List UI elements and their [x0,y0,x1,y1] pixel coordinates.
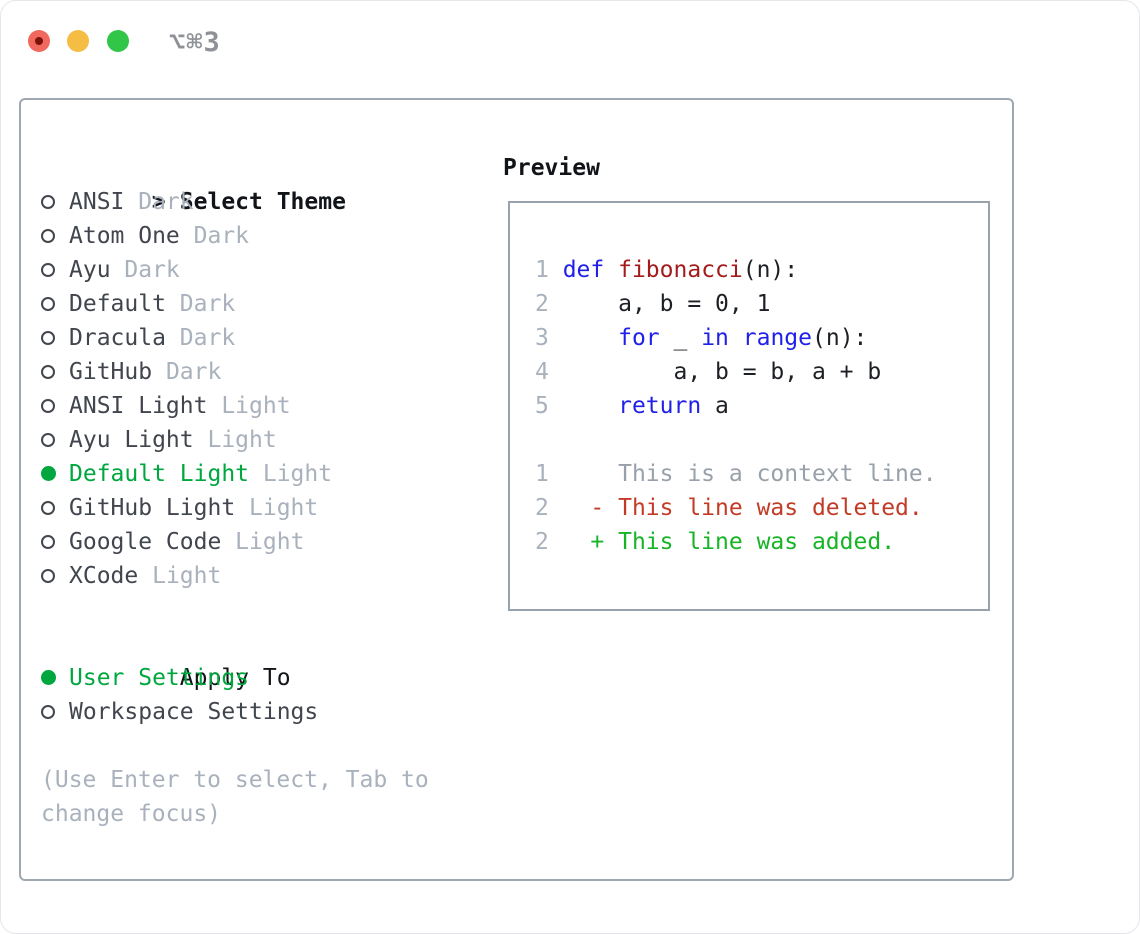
theme-variant-label: Dark [124,189,194,215]
option-label: Workspace Settings [69,699,319,725]
option-label: GitHub [69,359,153,385]
theme-variant-label: Light [138,563,222,589]
theme-option[interactable]: Default Dark [41,287,493,321]
theme-variant-label: Dark [179,223,250,249]
radio-icon [41,297,55,311]
option-label: Dracula [69,325,166,351]
theme-option[interactable]: ANSI Light Light [41,389,493,423]
option-label: Ayu Light [69,427,194,453]
option-label: Google Code [69,529,222,555]
theme-variant-label: Light [193,427,277,453]
radio-icon [41,501,55,515]
cursor-caret-icon: > [151,189,166,215]
blank-line [535,423,988,457]
apply-to-label: Apply To [179,665,291,691]
spacer [41,593,493,627]
radio-icon [41,433,55,447]
line-number: 1 [535,461,563,487]
line-number: 2 [535,495,563,521]
spacer [41,729,493,763]
radio-icon [41,569,55,583]
theme-variant-label: Dark [152,359,222,385]
keyboard-hint: (Use Enter to select, Tab to change focu… [41,767,429,827]
select-theme-header[interactable]: > Select Theme [41,151,493,215]
radio-icon [41,229,55,243]
theme-variant-label: Light [235,495,319,521]
line-number: 2 [535,291,563,317]
preview-box: 1 def fibonacci(n): 2 a, b = 0, 1 3 for _ … [508,201,990,611]
option-label: Atom One [69,223,180,249]
line-number: 3 [535,325,563,351]
radio-icon [41,705,55,719]
radio-icon [41,535,55,549]
code-line: 5 return a [535,393,729,419]
apply-to-option[interactable]: User Settings [41,661,493,695]
preview-label: Preview [503,155,600,181]
theme-option[interactable]: Ayu Light Light [41,423,493,457]
theme-option[interactable]: Atom One Dark [41,219,493,253]
code-block: 1 def fibonacci(n): 2 a, b = 0, 1 3 for _ … [535,253,988,423]
option-label: GitHub Light [69,495,236,521]
line-number: 5 [535,393,563,419]
code-line: 4 a, b = b, a + b [535,359,882,385]
option-label: ANSI Light [69,393,208,419]
theme-variant-label: Dark [110,257,180,283]
apply-to-header: Apply To [41,627,493,691]
radio-icon [41,365,55,379]
theme-option[interactable]: GitHub Light Light [41,491,493,525]
radio-icon [41,195,55,209]
diff-line-add: 2 + This line was added. [535,529,896,555]
theme-variant-label: Light [249,461,333,487]
radio-selected-icon [41,466,56,481]
diff-block: 1 This is a context line. 2 - This line w… [535,457,988,559]
theme-option[interactable]: XCode Light [41,559,493,593]
theme-variant-label: Dark [165,325,236,351]
theme-option[interactable]: GitHub Dark [41,355,493,389]
theme-variant-label: Dark [165,291,236,317]
option-label: Default [69,291,166,317]
theme-option[interactable]: Dracula Dark [41,321,493,355]
option-label: XCode [69,563,139,589]
theme-option[interactable]: Ayu Dark [41,253,493,287]
diff-line-ctx: 1 This is a context line. [535,461,937,487]
line-number: 4 [535,359,563,385]
window-titlebar: ⌥⌘3 [1,1,1139,81]
diff-line-del: 2 - This line was deleted. [535,495,923,521]
zoom-window-icon[interactable] [107,30,129,52]
preview-column: Preview 1 def fibonacci(n): 2 a, b = 0, 1… [503,151,990,611]
option-label: Ayu [69,257,111,283]
close-window-icon[interactable] [28,30,50,52]
theme-option[interactable]: Default Light Light [41,457,493,491]
radio-icon [41,399,55,413]
line-number: 2 [535,529,563,555]
radio-icon [41,263,55,277]
window-title: ⌥⌘3 [169,27,221,58]
option-label: Default Light [69,461,250,487]
code-line: 3 for _ in range(n): [535,325,868,351]
theme-variant-label: Light [221,529,305,555]
apply-to-option[interactable]: Workspace Settings [41,695,493,729]
theme-option[interactable]: Google Code Light [41,525,493,559]
code-line: 1 def fibonacci(n): [535,257,799,283]
option-label: User Settings [69,665,250,691]
radio-selected-icon [41,670,56,685]
select-theme-label: Select Theme [179,189,346,215]
radio-icon [41,331,55,345]
option-label: ANSI [69,189,125,215]
theme-option[interactable]: ANSI Dark [41,185,493,219]
minimize-window-icon[interactable] [67,30,89,52]
code-line: 2 a, b = 0, 1 [535,291,771,317]
line-number: 1 [535,257,563,283]
theme-variant-label: Light [207,393,291,419]
